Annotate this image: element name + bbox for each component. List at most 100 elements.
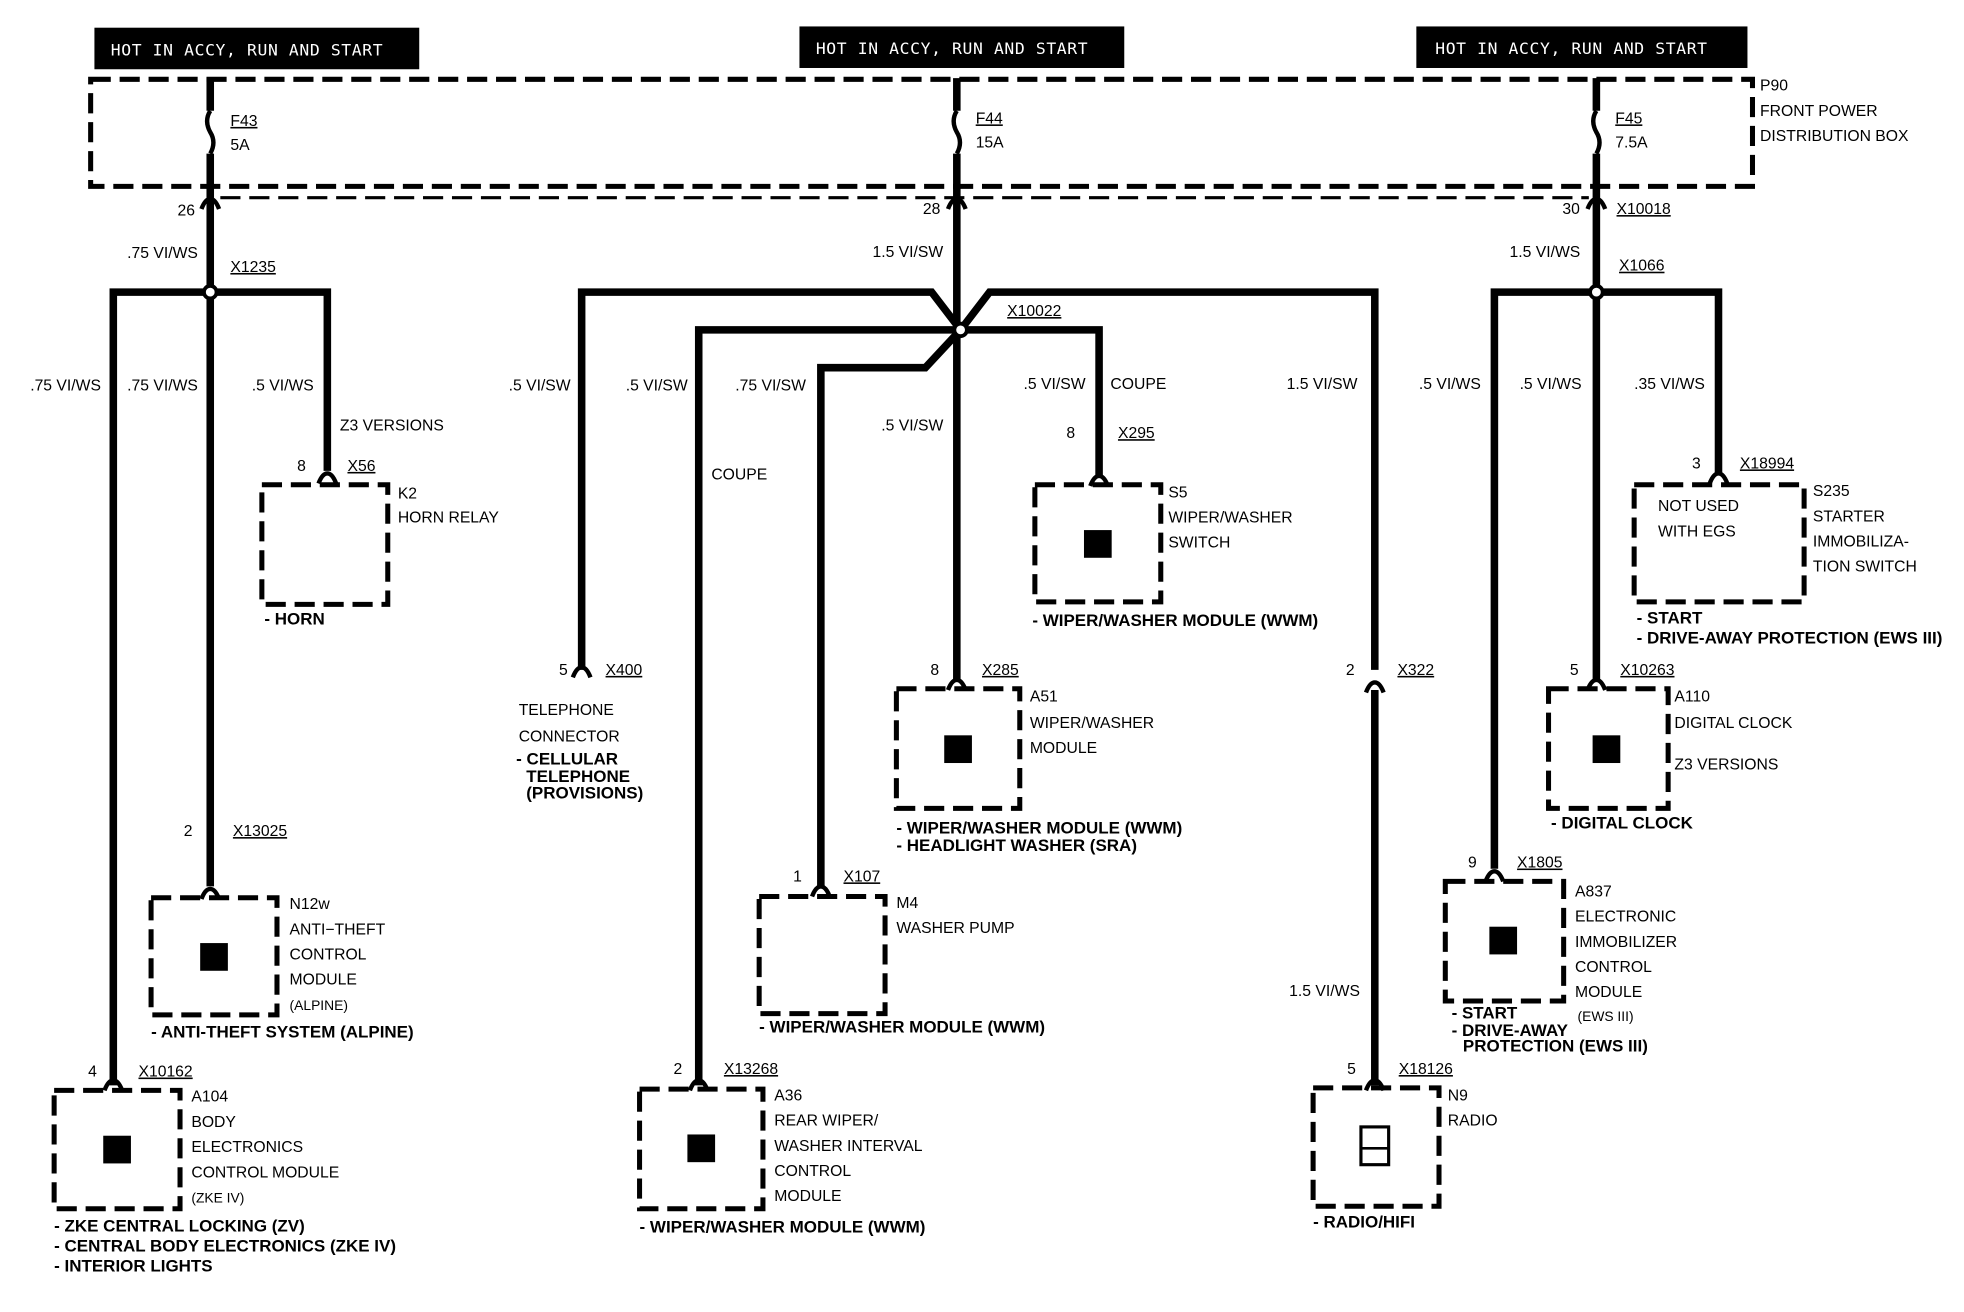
- diagram-label: X400: [606, 662, 643, 679]
- control-module-icon: [103, 1135, 131, 1164]
- diagram-label: 5: [1570, 662, 1579, 679]
- diagram-label: 3: [1692, 455, 1701, 472]
- diagram-label: RADIO: [1448, 1113, 1498, 1130]
- diagram-label: WIPER/WASHER: [1030, 715, 1154, 732]
- diagram-label: - START: [1452, 1004, 1518, 1023]
- diagram-label: 5: [559, 662, 568, 679]
- diagram-label: - WIPER/WASHER MODULE (WWM): [896, 819, 1182, 838]
- diagram-label: .5 VI/WS: [1520, 376, 1582, 393]
- power-status-text: HOT IN ACCY, RUN AND START: [1435, 39, 1707, 58]
- power-status-label-1: HOT IN ACCY, RUN AND START: [94, 27, 420, 70]
- fuse-box-id: P90: [1760, 78, 1788, 95]
- diagram-label: F45: [1615, 110, 1642, 127]
- splice-label: X1235: [230, 259, 276, 276]
- connector-x322: 2 X322: [1346, 662, 1434, 693]
- diagram-label: X107: [844, 868, 881, 885]
- diagram-label: 2: [184, 823, 193, 840]
- diagram-label: MODULE: [774, 1188, 841, 1205]
- diagram-label: .75 VI/SW: [735, 377, 806, 394]
- splice-dot: [202, 283, 219, 301]
- diagram-label: - HEADLIGHT WASHER (SRA): [896, 836, 1137, 855]
- diagram-label: 5: [1347, 1061, 1356, 1078]
- diagram-label: Z3 VERSIONS: [340, 418, 444, 435]
- diagram-label: F44: [976, 110, 1003, 127]
- diagram-label: - START: [1637, 608, 1703, 627]
- diagram-label: 7.5A: [1615, 134, 1648, 151]
- wire-mid-inner: [694, 326, 1103, 1086]
- power-status-text: HOT IN ACCY, RUN AND START: [111, 40, 383, 59]
- diagram-label: CONNECTOR: [519, 729, 620, 746]
- diagram-label: 1.5 VI/WS: [1510, 244, 1581, 261]
- diagram-label: - WIPER/WASHER MODULE (WWM): [640, 1218, 926, 1237]
- diagram-label: ANTI−THEFT: [290, 921, 386, 938]
- diagram-label: .75 VI/WS: [127, 377, 198, 394]
- diagram-label: 28: [923, 201, 941, 218]
- diagram-label: - WIPER/WASHER MODULE (WWM): [1032, 611, 1318, 630]
- diagram-label: X13268: [724, 1061, 778, 1078]
- diagram-label: X18126: [1399, 1061, 1453, 1078]
- diagram-label: MODULE: [290, 972, 357, 989]
- diagram-label: S5: [1168, 484, 1187, 501]
- splice-label: X10022: [1007, 303, 1061, 320]
- diagram-label: CONTROL: [290, 946, 367, 963]
- diagram-label: - RADIO/HIFI: [1313, 1213, 1415, 1232]
- diagram-label: WITH EGS: [1658, 523, 1736, 540]
- control-module-icon: [687, 1134, 716, 1163]
- power-status-label-3: HOT IN ACCY, RUN AND START: [1416, 26, 1748, 68]
- diagram-label: 2: [1346, 662, 1355, 679]
- diagram-label: .35 VI/WS: [1634, 376, 1705, 393]
- diagram-label: TELEPHONE: [519, 702, 614, 719]
- splice-dot: [1588, 283, 1605, 301]
- splice-label: X1066: [1619, 258, 1665, 275]
- component-s235-starter-immobilization-switch: 3 X18994 NOT USED WITH EGS S235 STARTER IMM…: [1631, 455, 1942, 647]
- diagram-label: X18994: [1740, 455, 1794, 472]
- diagram-label: (ALPINE): [290, 997, 348, 1013]
- fuse-box-name: DISTRIBUTION BOX: [1760, 128, 1909, 145]
- diagram-label: DIGITAL CLOCK: [1674, 715, 1792, 732]
- diagram-label: .5 VI/SW: [509, 377, 571, 394]
- diagram-label: .75 VI/WS: [30, 377, 101, 394]
- diagram-label: MODULE: [1030, 740, 1097, 757]
- diagram-label: NOT USED: [1658, 498, 1739, 515]
- diagram-label: IMMOBILIZA-: [1813, 533, 1909, 550]
- diagram-label: COUPE: [711, 467, 767, 484]
- diagram-label: A36: [774, 1087, 802, 1104]
- diagram-label: - ZKE CENTRAL LOCKING (ZV): [54, 1216, 305, 1235]
- diagram-label: CONTROL: [1575, 959, 1652, 976]
- diagram-label: Z3 VERSIONS: [1674, 756, 1778, 773]
- fuse-box-outline: [88, 76, 1756, 189]
- diagram-label: 26: [178, 202, 196, 219]
- splice-dot: [952, 321, 969, 339]
- diagram-label: K2: [398, 486, 417, 503]
- diagram-label: 30: [1562, 201, 1580, 218]
- diagram-label: IMMOBILIZER: [1575, 934, 1677, 951]
- diagram-label: TELEPHONE: [526, 767, 630, 786]
- diagram-label: A110: [1674, 688, 1710, 705]
- diagram-label: - CENTRAL BODY ELECTRONICS (ZKE IV): [54, 1237, 396, 1256]
- diagram-label: M4: [896, 895, 918, 912]
- diagram-label: X322: [1397, 662, 1434, 679]
- power-status-text: HOT IN ACCY, RUN AND START: [816, 39, 1088, 58]
- diagram-label: WIPER/WASHER: [1168, 510, 1292, 527]
- diagram-label: - DRIVE-AWAY: [1452, 1021, 1569, 1040]
- diagram-label: 5A: [230, 137, 250, 154]
- diagram-label: STARTER: [1813, 508, 1885, 525]
- diagram-label: WASHER INTERVAL: [774, 1138, 922, 1155]
- diagram-label: (ZKE IV): [191, 1189, 244, 1205]
- diagram-label: - ANTI-THEFT SYSTEM (ALPINE): [151, 1023, 414, 1042]
- diagram-label: HORN RELAY: [398, 510, 500, 527]
- diagram-label: S235: [1813, 483, 1850, 500]
- diagram-label: PROTECTION (EWS III): [1463, 1036, 1648, 1055]
- diagram-label: N12w: [290, 896, 331, 913]
- diagram-label: - WIPER/WASHER MODULE (WWM): [759, 1017, 1045, 1036]
- diagram-label: - DIGITAL CLOCK: [1551, 813, 1694, 832]
- diagram-label: WASHER PUMP: [896, 920, 1014, 937]
